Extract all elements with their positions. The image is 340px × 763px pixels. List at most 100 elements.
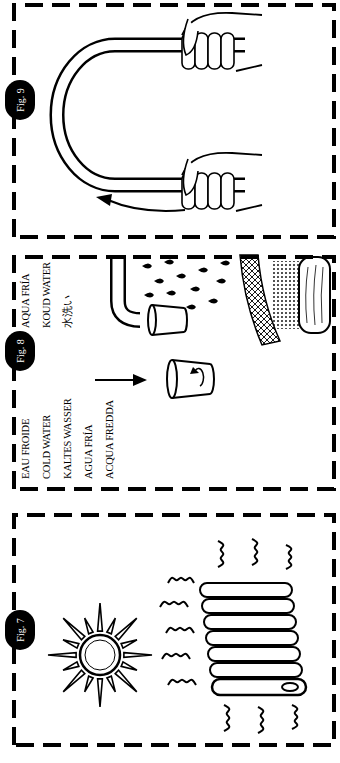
figure-number: Fig. 9: [5, 80, 35, 120]
sun-symbol: [48, 603, 152, 707]
sun-symbol: [121, 640, 137, 648]
heat-wave: [218, 541, 223, 567]
language-label: COLD WATER: [41, 415, 53, 479]
water-drop: [216, 279, 226, 284]
water-drop: [166, 291, 176, 296]
hand-drawing: [183, 159, 198, 195]
water-drop: [186, 305, 196, 310]
heat-wave: [160, 539, 297, 733]
water-drop: [144, 293, 154, 298]
heat-wave: [166, 628, 194, 633]
sun-symbol: [63, 662, 79, 670]
figure-panel: Fig. 8EAU FROIDECOLD WATERKALTES WASSERA…: [12, 255, 336, 491]
radiator-symbol: [208, 647, 300, 661]
radiator-symbol: [282, 683, 298, 691]
cup-symbol: [167, 360, 214, 398]
language-label: EAU FROIDE: [20, 419, 32, 479]
hand-drawing: [183, 19, 198, 55]
hand-drawing: [182, 13, 262, 71]
dashed-border: [14, 515, 334, 745]
faucet-symbol: [118, 255, 141, 320]
sun-symbol: [48, 653, 76, 658]
water-drop: [154, 279, 164, 284]
heat-wave: [162, 654, 190, 659]
language-label: AGUA FRÍA: [83, 425, 95, 480]
sun-symbol: [121, 662, 137, 670]
water-drop: [190, 287, 200, 292]
language-label: KALTES WASSER: [62, 398, 74, 479]
radiator-symbol: [202, 599, 294, 613]
heat-wave: [168, 578, 194, 583]
figure-panel: Fig. 7: [12, 513, 336, 747]
brush-symbol: [272, 261, 300, 329]
radiator-symbol: [210, 663, 302, 677]
radiator-symbol: [204, 615, 296, 629]
sun-symbol: [85, 676, 93, 692]
sun-symbol: [85, 618, 93, 634]
hand-drawing: [208, 173, 221, 209]
water-drop: [198, 268, 208, 273]
sun-symbol: [124, 653, 152, 658]
sun-symbol: [98, 679, 103, 707]
water-drop: [164, 260, 174, 265]
sun-symbol: [63, 618, 85, 640]
hand-drawing: [221, 173, 234, 209]
dashed-frame: [12, 513, 336, 747]
heat-wave: [224, 705, 229, 731]
bend-arrow: [96, 194, 112, 206]
figure-number: Fig. 7: [5, 610, 35, 650]
language-label: ACQUA FREDDA: [104, 400, 116, 479]
sun-symbol: [115, 670, 137, 692]
sun-symbol: [63, 670, 85, 692]
heat-wave: [168, 680, 196, 685]
bend-arrow: [96, 194, 185, 211]
water-drop: [142, 264, 152, 269]
radiator-symbol: [212, 679, 306, 695]
sun-symbol: [107, 676, 115, 692]
cup-symbol: [148, 305, 187, 335]
sun-symbol: [80, 635, 120, 675]
direction-arrow: [95, 379, 135, 381]
hand-drawing: [182, 13, 262, 211]
faucet-symbol: [118, 255, 140, 320]
direction-arrow: [133, 374, 147, 386]
radiator-symbol: [200, 583, 292, 597]
cup-symbol: [152, 305, 187, 335]
sun-symbol: [98, 603, 103, 631]
brush-symbol: [299, 257, 330, 333]
sun-symbol: [115, 618, 137, 640]
sun-symbol: [85, 640, 115, 670]
heat-wave: [252, 539, 257, 565]
water-drop: [208, 299, 218, 304]
language-label: AQUA FRÍA: [20, 274, 32, 329]
direction-arrow: [95, 374, 147, 386]
faucet-symbol: [118, 255, 141, 320]
figure-number: Fig. 8: [5, 331, 35, 371]
brush-symbol: [272, 257, 330, 333]
hand-drawing: [208, 33, 221, 69]
sun-symbol: [107, 618, 115, 634]
dashed-frame: [12, 255, 336, 491]
hand-drawing: [221, 33, 234, 69]
heat-wave: [286, 545, 291, 569]
figure-panel: Fig. 9: [12, 3, 336, 239]
language-label: 水洗い: [62, 296, 74, 328]
radiator-symbol: [206, 631, 298, 645]
water-drop: [142, 260, 230, 310]
cup-symbol: [190, 367, 199, 374]
cup-symbol: [167, 360, 177, 398]
language-label: KOUD WATER: [41, 262, 53, 328]
water-drop: [220, 261, 230, 266]
hand-drawing: [182, 13, 262, 71]
cup-symbol: [148, 305, 156, 335]
sun-symbol: [63, 640, 79, 648]
dashed-border: [14, 5, 334, 237]
cup-symbol: [172, 360, 214, 398]
heat-wave: [292, 705, 297, 729]
dashed-border: [14, 257, 334, 489]
bend-arrow: [108, 200, 185, 211]
hand-drawing: [182, 153, 262, 211]
